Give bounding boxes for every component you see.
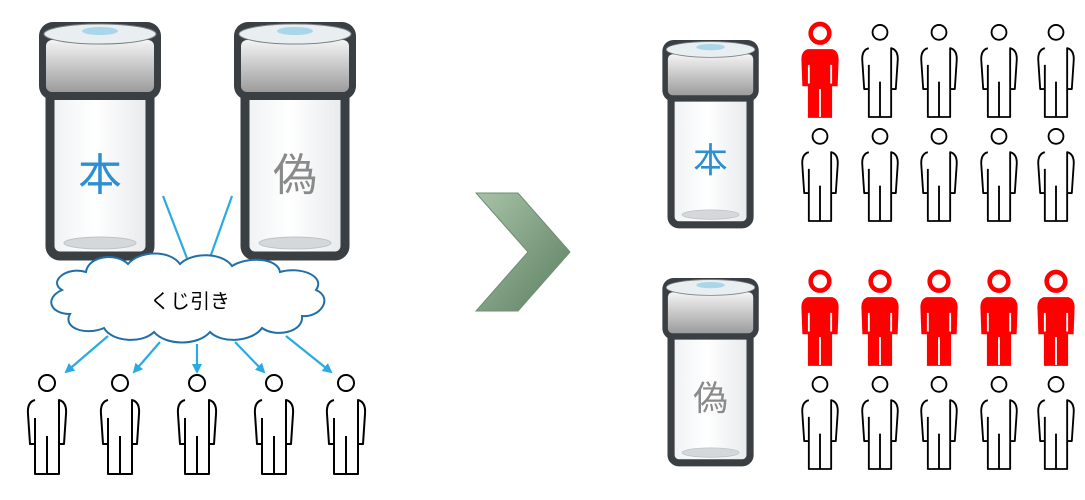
vial-label: 偽 <box>693 380 728 420</box>
affected-person-icon <box>981 272 1016 365</box>
vial-label: 偽 <box>273 150 317 201</box>
person-icon <box>862 377 898 469</box>
person-icon <box>1038 377 1074 469</box>
person-icon <box>1038 129 1074 221</box>
arrow-to-participant <box>66 336 108 372</box>
person-icon <box>327 375 365 474</box>
person-icon <box>921 129 957 221</box>
person-icon <box>921 377 957 469</box>
person-icon <box>28 375 66 474</box>
affected-person-icon <box>1038 272 1073 365</box>
person-icon <box>1038 25 1074 117</box>
person-icon <box>981 129 1017 221</box>
vial-label: 本 <box>78 150 122 201</box>
lottery-cloud: くじ引き <box>51 254 324 343</box>
person-icon <box>255 375 293 474</box>
participants <box>28 375 365 474</box>
person-icon <box>981 25 1017 117</box>
result-chevron-arrow <box>476 193 570 311</box>
lottery-output-arrows <box>66 336 331 372</box>
person-icon <box>802 377 838 469</box>
affected-person-icon <box>802 272 837 365</box>
vial-label: 本 <box>693 142 728 182</box>
vial-fake: 偽 <box>234 22 356 256</box>
affected-person-icon <box>802 24 837 117</box>
person-icon <box>981 377 1017 469</box>
person-icon <box>921 25 957 117</box>
vial-real-result: 本 <box>662 40 758 225</box>
affected-person-icon <box>921 272 956 365</box>
arrow-to-participant <box>134 342 160 372</box>
fake-group-people <box>802 272 1074 469</box>
affected-person-icon <box>862 272 897 365</box>
vial-real: 本 <box>39 22 161 256</box>
person-icon <box>802 129 838 221</box>
person-icon <box>178 375 216 474</box>
person-icon <box>862 25 898 117</box>
person-icon <box>101 375 139 474</box>
arrow-to-participant <box>235 342 264 372</box>
lottery-label: くじ引き <box>150 289 230 313</box>
vial-fake-result: 偽 <box>662 278 758 463</box>
real-group-people <box>802 24 1074 221</box>
arrow-to-participant <box>286 336 331 372</box>
person-icon <box>862 129 898 221</box>
